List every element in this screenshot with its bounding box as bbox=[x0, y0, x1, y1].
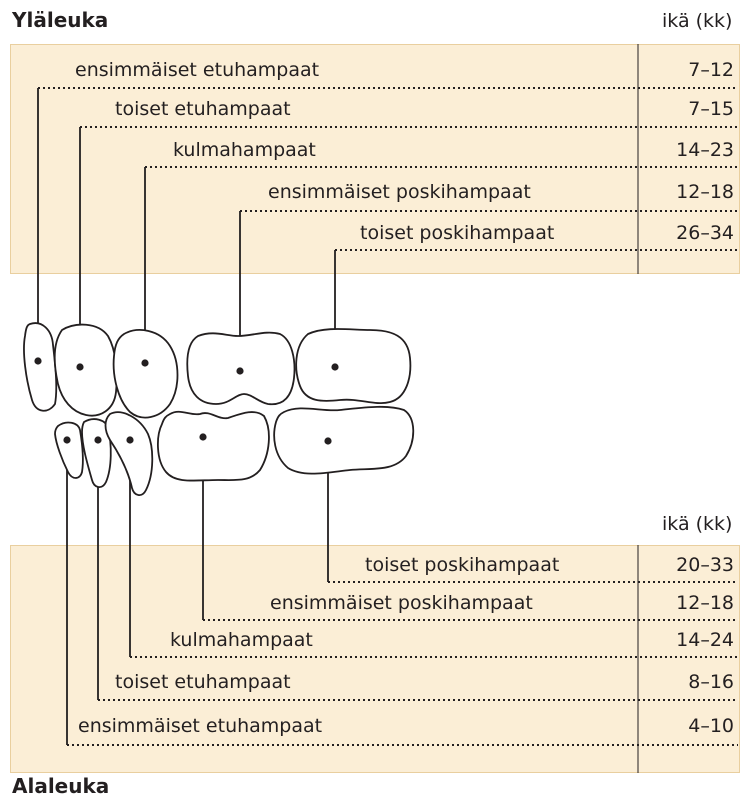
upper-row-age: 14–23 bbox=[644, 138, 734, 162]
lower-row-age: 8–16 bbox=[644, 670, 734, 694]
upper-row: toiset etuhampaat 7–15 bbox=[0, 97, 752, 121]
lower-row: ensimmäiset poskihampaat 12–18 bbox=[0, 591, 752, 615]
upper-row-label: ensimmäiset poskihampaat bbox=[268, 180, 531, 204]
lower-canine-tooth bbox=[106, 412, 153, 495]
lower-age-header: ikä (kk) bbox=[662, 513, 732, 535]
lower-row-label: kulmahampaat bbox=[170, 628, 313, 652]
lower-second-molar-tooth bbox=[274, 407, 413, 474]
lower-row-label: ensimmäiset etuhampaat bbox=[78, 714, 322, 738]
lower-row-age: 4–10 bbox=[644, 714, 734, 738]
lower-row-label: ensimmäiset poskihampaat bbox=[270, 591, 533, 615]
lower-first-molar-marker bbox=[199, 433, 206, 440]
lower-row-age: 20–33 bbox=[644, 553, 734, 577]
upper-row-age: 7–15 bbox=[644, 97, 734, 121]
upper-second-molar-tooth bbox=[296, 329, 410, 403]
lower-first-molar-tooth bbox=[158, 412, 269, 481]
lower-second-molar-marker bbox=[324, 437, 331, 444]
lower-row-age: 12–18 bbox=[644, 591, 734, 615]
upper-second-molar-marker bbox=[331, 363, 338, 370]
upper-row-label: kulmahampaat bbox=[173, 138, 316, 162]
upper-second-incisor-marker bbox=[76, 363, 83, 370]
upper-row-age: 26–34 bbox=[644, 221, 734, 245]
lower-row: ensimmäiset etuhampaat 4–10 bbox=[0, 714, 752, 738]
lower-row-label: toiset poskihampaat bbox=[365, 553, 559, 577]
upper-row: ensimmäiset poskihampaat 12–18 bbox=[0, 180, 752, 204]
lower-jaw-title: Alaleuka bbox=[12, 774, 109, 798]
upper-row: toiset poskihampaat 26–34 bbox=[0, 221, 752, 245]
upper-row-label: toiset etuhampaat bbox=[115, 97, 291, 121]
lower-second-incisor-marker bbox=[94, 436, 101, 443]
upper-row-age: 7–12 bbox=[644, 58, 734, 82]
upper-row: kulmahampaat 14–23 bbox=[0, 138, 752, 162]
lower-first-incisor-tooth bbox=[55, 423, 83, 478]
upper-row-age: 12–18 bbox=[644, 180, 734, 204]
upper-second-incisor-tooth bbox=[55, 325, 117, 416]
upper-canine-tooth bbox=[114, 330, 178, 418]
upper-row: ensimmäiset etuhampaat 7–12 bbox=[0, 58, 752, 82]
upper-first-incisor-marker bbox=[34, 357, 41, 364]
upper-first-incisor-tooth bbox=[24, 323, 56, 411]
lower-row: toiset etuhampaat 8–16 bbox=[0, 670, 752, 694]
upper-first-molar-marker bbox=[236, 367, 243, 374]
lower-row-label: toiset etuhampaat bbox=[115, 670, 291, 694]
lower-row: kulmahampaat 14–24 bbox=[0, 628, 752, 652]
lower-canine-marker bbox=[126, 436, 133, 443]
upper-row-label: toiset poskihampaat bbox=[360, 221, 554, 245]
lower-row-age: 14–24 bbox=[644, 628, 734, 652]
upper-canine-marker bbox=[141, 359, 148, 366]
lower-row: toiset poskihampaat 20–33 bbox=[0, 553, 752, 577]
lower-first-incisor-marker bbox=[63, 436, 70, 443]
upper-row-label: ensimmäiset etuhampaat bbox=[75, 58, 319, 82]
